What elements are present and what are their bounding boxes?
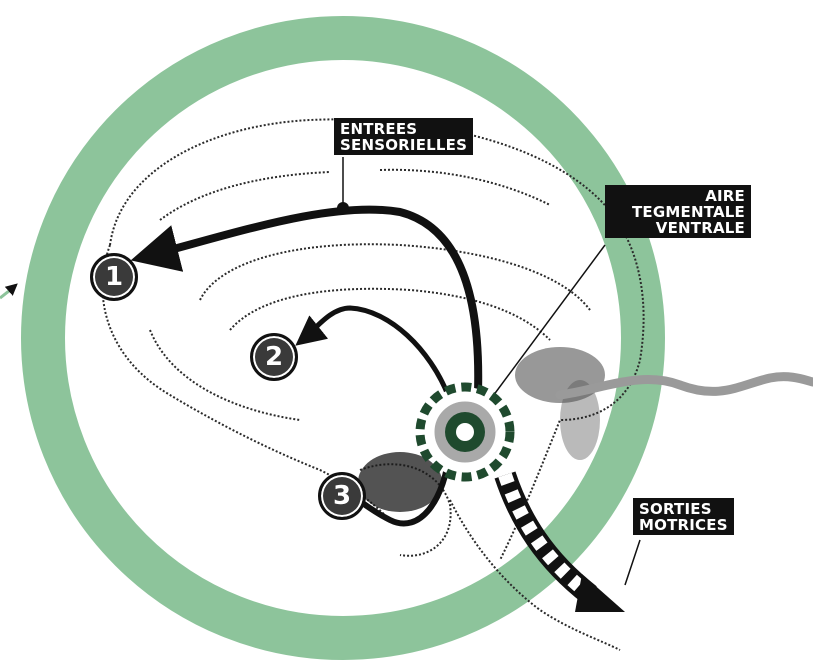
label-aire-tegmentale-ventrale: AIRE TEGMENTALE VENTRALE [605,185,751,238]
label-sorties-motrices: SORTIES MOTRICES [633,498,734,535]
leader-dot-entrees [337,202,349,214]
label-aire-line2: TEGMENTALE [611,204,745,220]
label-aire-line3: VENTRALE [611,220,745,236]
label-aire-line1: AIRE [611,188,745,204]
marker-3: 3 [318,472,366,520]
marker-1: 1 [90,253,138,301]
label-sorties-line1: SORTIES [639,501,728,517]
label-entrees-line2: SENSORIELLES [340,137,467,153]
arrow-to-1 [140,210,478,392]
arrow-to-2 [300,308,448,395]
label-entrees-sensorielles: ENTREES SENSORIELLES [334,118,473,155]
marker-2: 2 [250,333,298,381]
leader-sorties [625,540,640,585]
vta-marker [420,387,510,477]
label-entrees-line1: ENTREES [340,121,467,137]
label-sorties-line2: MOTRICES [639,517,728,533]
incoming-arrow [0,285,16,298]
